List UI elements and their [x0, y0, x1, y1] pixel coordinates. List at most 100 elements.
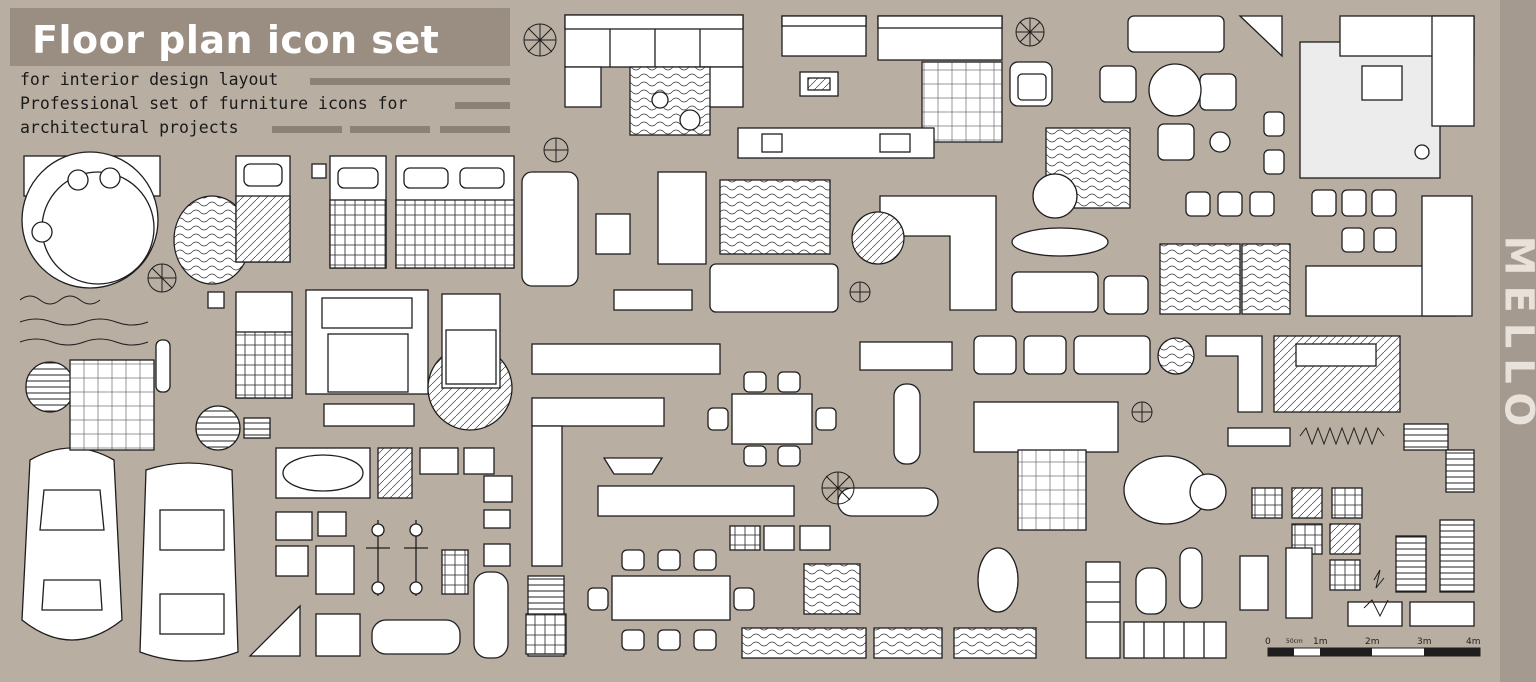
dining-table-icon [587, 549, 755, 651]
freestanding-tub-icon [371, 619, 461, 655]
hedge-icon [19, 318, 149, 326]
decorative-bar [440, 126, 510, 133]
round-rug-icon [851, 211, 905, 265]
decorative-bar [272, 126, 342, 133]
floor-tile-icon [525, 613, 567, 655]
nightstand-icon [311, 163, 327, 179]
round-table-icon [195, 405, 241, 451]
sink-icon [275, 511, 313, 541]
single-bed-icon [235, 155, 291, 263]
rug-icon [1241, 243, 1291, 315]
shower-tray-icon [315, 613, 361, 657]
bathtub-icon [275, 447, 371, 499]
sofa-icon [1073, 335, 1151, 375]
subtitle-line-2: Professional set of furniture icons for [20, 94, 408, 113]
corner-desk-icon [1205, 335, 1263, 413]
sideboard-icon [953, 627, 1037, 659]
coffee-table-icon [859, 341, 953, 371]
exercise-bike-icon [1239, 555, 1269, 611]
sink-icon [602, 457, 664, 475]
tile-icon [1331, 487, 1363, 519]
round-rug-icon [1157, 337, 1195, 375]
toilet-icon [483, 543, 511, 567]
l-shaped-sofa-with-rug-icon [1299, 15, 1475, 179]
sink-icon [317, 511, 347, 537]
plant-icon [523, 23, 557, 57]
armchair-icon [657, 171, 707, 265]
dining-chairs-icon [1185, 111, 1397, 253]
king-bed-icon [305, 289, 429, 395]
scale-label-0: 0 [1265, 637, 1271, 647]
armchair-icon [1103, 275, 1149, 315]
bicycle-icon [404, 520, 428, 596]
title-band: Floor plan icon set [10, 8, 510, 66]
sectional-sofa-icon [564, 14, 744, 136]
stove-icon [799, 525, 831, 551]
plant-icon [147, 263, 177, 293]
bed-with-round-rug-icon [427, 293, 513, 431]
tile-icon [1291, 487, 1323, 519]
toilet-icon [483, 509, 511, 529]
armchair-icon [1023, 335, 1067, 375]
single-bed-icon [329, 155, 387, 269]
corner-table-icon [1238, 15, 1283, 58]
shower-drain-mat-icon [377, 447, 413, 499]
lounge-set-icon [1099, 15, 1237, 161]
kitchen-counter-icon [531, 397, 665, 427]
dining-table-icon [707, 371, 837, 467]
bench-icon [323, 403, 415, 427]
sunbed-icon [155, 339, 171, 393]
treadmill-icon [1285, 547, 1313, 619]
plant-icon [1131, 401, 1153, 423]
kitchen-island-icon [597, 485, 795, 517]
desk-icon [803, 563, 861, 615]
armchair-icon [973, 335, 1017, 375]
page-title: Floor plan icon set [32, 18, 440, 62]
tile-icon [1251, 487, 1283, 519]
oval-coffee-table-icon [1011, 227, 1109, 257]
double-bed-icon [395, 155, 515, 269]
furniture-icon-canvas [19, 14, 1481, 662]
radiator-icon [1395, 535, 1427, 593]
tile-icon [1329, 523, 1361, 555]
subtitle-line-1: for interior design layout [20, 70, 279, 89]
washing-machine-icon [275, 545, 309, 577]
paving-icon [69, 359, 155, 451]
round-bed-icon [21, 151, 161, 289]
hedge-icon [19, 295, 101, 305]
staircase-icon [1085, 561, 1227, 659]
sideboard-icon [873, 627, 943, 659]
scale-label-4m: 4m [1466, 637, 1481, 647]
corner-bath-icon [248, 604, 301, 657]
radiator-icon [1403, 423, 1449, 451]
sink-icon [419, 447, 459, 475]
decorative-bar [350, 126, 430, 133]
egg-chair-icon [1032, 173, 1078, 219]
sunbed-icon [243, 417, 271, 439]
decorative-bar [455, 102, 510, 109]
hedge-icon [19, 338, 149, 346]
rug-icon [719, 179, 831, 255]
sofa-with-coffee-table-icon [781, 15, 867, 97]
scale-bar [1267, 647, 1481, 657]
stove-icon [729, 525, 761, 551]
plant-icon [821, 471, 855, 505]
radiator-icon [1445, 449, 1475, 493]
sideboard-icon [741, 627, 867, 659]
plant-icon [543, 137, 569, 163]
bench-icon [1227, 427, 1291, 447]
car-icon [21, 447, 123, 641]
corner-shower-icon [315, 545, 355, 595]
sofa-icon [973, 401, 1119, 453]
round-grill-icon [25, 361, 75, 413]
watermark-strip: MELLO [1495, 0, 1536, 682]
scale-label-1m: 1m [1313, 637, 1328, 647]
loveseat-icon [1011, 271, 1099, 313]
sofa-icon [1421, 195, 1473, 317]
sofa-icon [877, 15, 1003, 143]
bar-table-icon [893, 383, 921, 465]
tile-icon [1329, 559, 1361, 591]
electric-symbol-icon [1373, 569, 1385, 589]
shelf-icon [1409, 601, 1475, 627]
sofa-icon [521, 171, 579, 287]
